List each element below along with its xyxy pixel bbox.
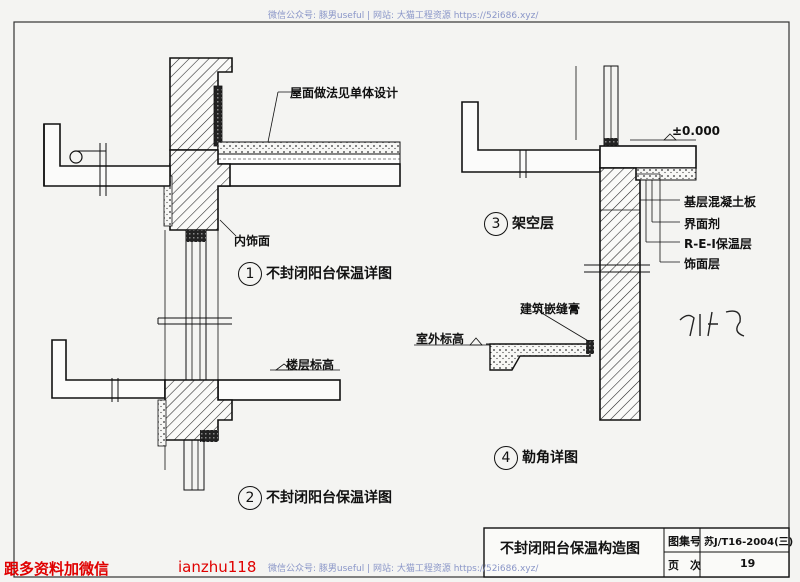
label-interface-agent: 界面剂: [684, 217, 721, 231]
detail-1-drawing: [43, 57, 401, 470]
drawing-name: 不封闭阳台保温构造图: [500, 541, 640, 557]
label-base-concrete: 基层混凝土板: [684, 195, 757, 209]
label-sealant: 建筑嵌缝膏: [520, 302, 581, 316]
detail-4-number: 4: [494, 446, 518, 470]
detail-1-caption: 不封闭阳台保温详图: [266, 266, 392, 282]
detail-3-caption: 架空层: [512, 216, 554, 232]
detail-2-number: 2: [238, 486, 262, 510]
contact-id: ianzhu118: [178, 558, 257, 576]
handwriting-mark: [679, 310, 745, 337]
contact-note: 跟多资料加微信: [4, 560, 110, 578]
page-number: 19: [740, 557, 756, 570]
label-roof: 屋面做法见单体设计: [290, 86, 399, 100]
label-floor-level: 楼层标高: [286, 358, 335, 372]
atlas-number: 苏J/T16-2004(三): [704, 537, 794, 548]
label-zero-level: ±0.000: [672, 124, 721, 138]
title-block-frame: [483, 527, 790, 578]
label-finish-layer: 饰面层: [684, 257, 721, 271]
detail-3-number: 3: [484, 212, 508, 236]
label-insulation: R-E-Ⅰ保温层: [684, 237, 752, 251]
watermark-top: 微信公众号: 豚男useful | 网站: 大猫工程资源 https://52i…: [268, 11, 539, 21]
detail-4-drawing: [414, 310, 745, 371]
detail-2-drawing: [51, 339, 341, 491]
watermark-bottom: 微信公众号: 豚男useful | 网站: 大猫工程资源 https://52i…: [268, 564, 539, 574]
page-label: 页 次: [668, 559, 701, 572]
label-inner-finish: 内饰面: [234, 234, 271, 248]
detail-4-caption: 勒角详图: [522, 450, 578, 466]
detail-2-caption: 不封闭阳台保温详图: [266, 490, 392, 506]
atlas-label: 图集号: [668, 535, 701, 548]
drawing-border: [13, 21, 790, 578]
detail-3-drawing: [461, 65, 697, 421]
label-outdoor-level: 室外标高: [416, 332, 465, 346]
detail-1-number: 1: [238, 262, 262, 286]
